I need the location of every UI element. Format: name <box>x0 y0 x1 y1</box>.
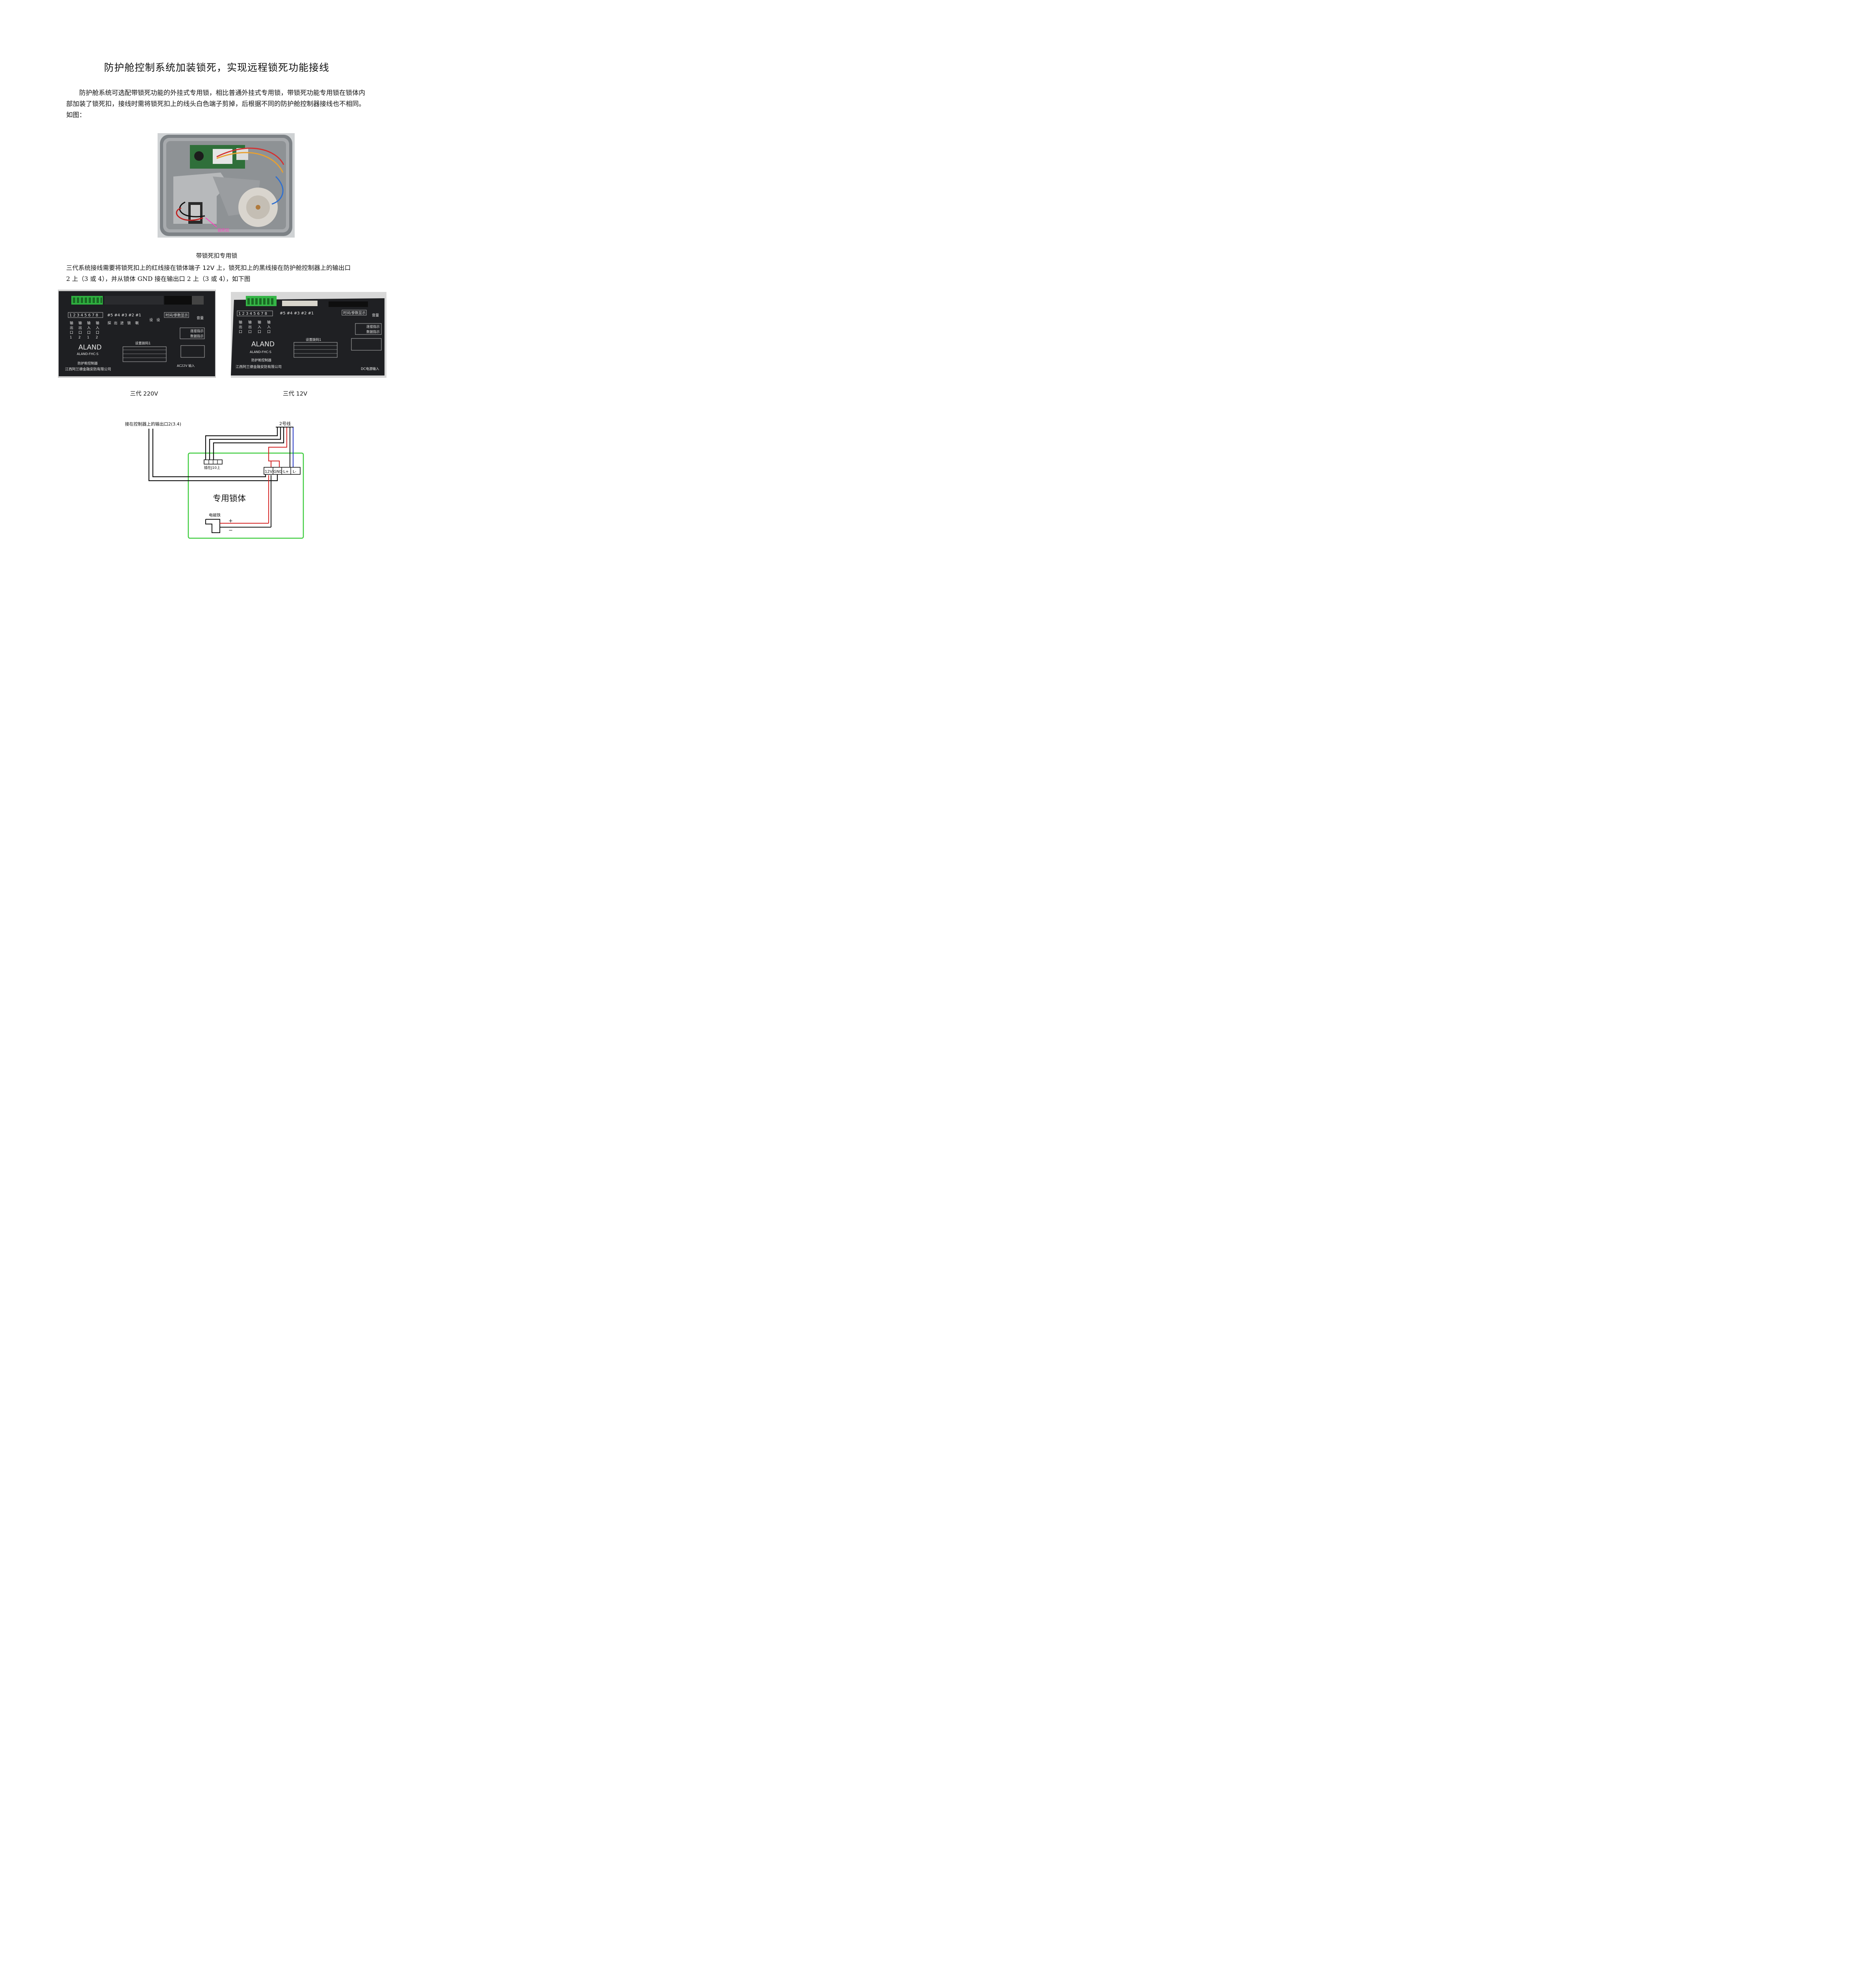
lock-body-box <box>188 452 304 539</box>
svg-text:口: 口 <box>239 330 242 334</box>
company-220: 江西阿兰德金融安防有限公司 <box>65 367 111 372</box>
page-title: 防护舱控制系统加装锁死，实现远程锁死功能接线 <box>104 62 329 73</box>
svg-text:输: 输 <box>96 321 99 325</box>
svg-text:口: 口 <box>78 331 82 335</box>
svg-text:输: 输 <box>267 320 271 325</box>
brand-12: ALAND <box>251 340 275 348</box>
caption-220v: 三代 220V <box>130 391 158 397</box>
terminal-12v: 12V <box>265 470 273 474</box>
link-label-220: 连接指示 <box>190 329 204 333</box>
svg-text:喇: 喇 <box>135 321 139 325</box>
link-label-12: 连接指示 <box>366 325 380 329</box>
dip-title-220: 设置拨码1 <box>135 341 150 346</box>
intro-paragraph: 防护舱系统可选配带锁死功能的外挂式专用锁，相比普通外挂式专用锁，带锁死功能专用锁… <box>66 89 365 119</box>
power-label-220: AC22V 输入 <box>177 364 195 368</box>
svg-text:进: 进 <box>120 321 124 325</box>
display-label-220: 时间/参数显示 <box>165 313 188 318</box>
power-label-12: DC电源输入 <box>361 367 379 371</box>
terminal-l-minus: L- <box>293 470 296 474</box>
svg-text:入: 入 <box>87 326 91 330</box>
terminal-numbers: 1 2 3 4 5 6 7 8 <box>69 313 98 318</box>
magnet-minus: − <box>228 528 233 533</box>
magnet-plus: + <box>228 518 233 524</box>
svg-text:口: 口 <box>258 330 261 334</box>
output-port-label: 接在控制器上的输出口2(3.4) <box>125 421 181 427</box>
display-label-12: 时间/参数显示 <box>343 310 366 315</box>
caption-12v: 三代 12V <box>283 391 307 397</box>
lock-annotation: 锁死扣 <box>217 228 229 233</box>
port-numbers-12v: #5 #4 #3 #2 #1 <box>280 311 314 316</box>
svg-text:输: 输 <box>248 320 252 325</box>
svg-text:输: 输 <box>258 320 261 325</box>
terminal-l-plus: L+ <box>283 470 289 474</box>
product-name-220: 防护舱控制器 <box>78 361 98 366</box>
svg-text:入: 入 <box>267 325 271 329</box>
port-numbers: #5 #4 #3 #2 #1 <box>107 313 141 318</box>
controller-220v-photo: 1 2 3 4 5 6 7 8 #5 #4 #3 #2 #1 输输输输 出出入入… <box>58 290 216 378</box>
product-name-12: 防护舱控制器 <box>251 358 272 362</box>
model-220: ALAND-FHC-S <box>77 352 98 356</box>
svg-text:入: 入 <box>96 326 99 330</box>
lock-photo-caption: 带锁死扣专用锁 <box>196 252 238 259</box>
svg-text:口: 口 <box>96 331 99 335</box>
brand-220: ALAND <box>78 344 102 351</box>
svg-text:设: 设 <box>149 318 153 322</box>
lock-body-label: 专用锁体 <box>213 494 246 503</box>
wiring-instruction-line2: 2 上（3 或 4），并从锁体 GND 接在输出口 2 上（3 或 4），如下图 <box>66 275 251 282</box>
volume-label-220: 音量 <box>197 316 204 320</box>
lock-photo: 锁死扣 <box>158 133 295 238</box>
svg-text:口: 口 <box>87 331 91 335</box>
controller-12v-photo: 1 2 3 4 5 6 7 8 #5 #4 #3 #2 #1 输 输 输 输 出 出 入 入… <box>231 292 386 378</box>
svg-text:口: 口 <box>248 330 252 334</box>
svg-text:入: 入 <box>258 325 261 329</box>
cable-label: 2号线 <box>279 421 291 426</box>
wiring-instruction: 三代系统接线需要将锁死扣上的红线接在锁体端子 12V 上，锁死扣上的黑线接在防护… <box>66 262 371 284</box>
volume-label-12: 音量 <box>372 313 379 318</box>
svg-text:2: 2 <box>78 336 81 340</box>
svg-text:输: 输 <box>78 321 82 325</box>
svg-text:输: 输 <box>87 321 91 325</box>
j10-label: 插在J10上 <box>204 465 220 470</box>
magnet-label: 电磁铁 <box>209 513 221 518</box>
svg-text:出: 出 <box>70 325 73 330</box>
terminal-numbers-12v: 1 2 3 4 5 6 7 8 <box>238 312 267 316</box>
svg-text:出: 出 <box>248 325 252 329</box>
model-12: ALAND-FHC-S <box>250 350 271 354</box>
wiring-diagram: 接在控制器上的输出口2(3.4) 2号线 插在J10上 12V GND L+ L… <box>118 418 307 541</box>
svg-text:2: 2 <box>96 336 98 340</box>
svg-text:设: 设 <box>156 318 160 322</box>
svg-text:出: 出 <box>239 325 242 329</box>
svg-text:输: 输 <box>70 321 73 325</box>
data-label-220: 数据指示 <box>190 334 204 338</box>
data-label-12: 数据指示 <box>366 330 380 334</box>
svg-text:锁: 锁 <box>127 321 131 325</box>
svg-text:口: 口 <box>70 331 73 335</box>
svg-text:1: 1 <box>70 336 72 340</box>
company-12: 江西阿兰德金融安防有限公司 <box>236 364 282 369</box>
svg-text:探: 探 <box>108 321 111 325</box>
svg-text:出: 出 <box>114 321 117 325</box>
terminal-gnd: GND <box>273 470 282 474</box>
svg-text:1: 1 <box>87 336 89 340</box>
svg-text:口: 口 <box>267 330 271 334</box>
wiring-instruction-line1: 三代系统接线需要将锁死扣上的红线接在锁体端子 12V 上，锁死扣上的黑线接在防护… <box>66 264 351 271</box>
dip-title-12: 设置拨码1 <box>306 338 321 342</box>
svg-text:输: 输 <box>239 320 242 325</box>
svg-text:出: 出 <box>78 325 82 330</box>
